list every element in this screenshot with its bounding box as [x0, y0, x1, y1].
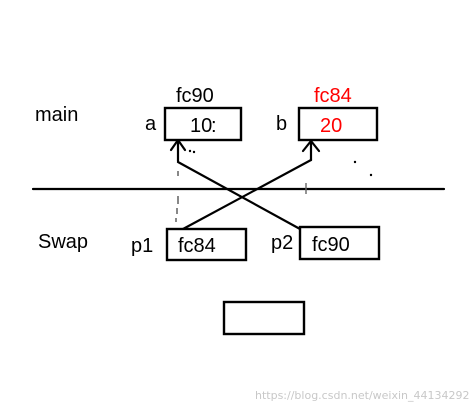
var-p1-value: fc84	[178, 235, 216, 257]
var-a-address: fc90	[176, 85, 214, 107]
var-p2-value: fc90	[312, 234, 350, 256]
var-p1-box	[165, 227, 248, 262]
var-p2-name: p2	[271, 232, 293, 254]
var-p2-box	[298, 225, 381, 261]
var-p1-name: p1	[131, 235, 153, 257]
main-frame-label: main	[35, 104, 78, 126]
watermark: https://blog.csdn.net/weixin_44134292	[255, 389, 470, 402]
var-b-box	[297, 106, 379, 142]
var-a-box	[163, 106, 243, 142]
swap-frame-label: Swap	[38, 231, 88, 253]
empty-box	[222, 300, 306, 336]
var-b-address: fc84	[314, 85, 352, 107]
var-b-value: 20	[320, 115, 342, 137]
stray-dots	[188, 149, 373, 177]
dashed-trace-left	[175, 171, 179, 222]
arrow-to-a	[169, 138, 187, 163]
arrow-to-b	[301, 139, 321, 162]
var-a-value: 10	[190, 115, 212, 137]
pointer-line-p1-to-b	[181, 158, 313, 231]
pointer-line-p2-to-a	[176, 160, 302, 231]
var-b-name: b	[276, 113, 287, 135]
var-a-cursor-mark: :	[211, 115, 217, 137]
var-a-name: a	[145, 113, 157, 135]
